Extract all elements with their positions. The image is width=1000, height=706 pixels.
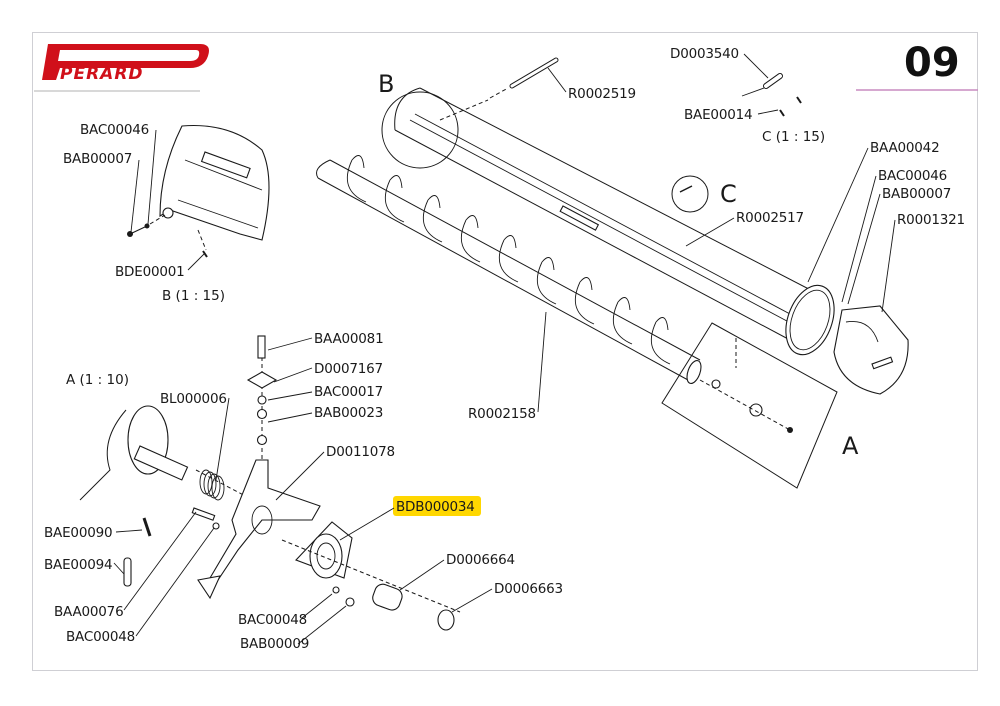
part-label-bl000006: BL000006 <box>160 391 227 407</box>
part-label-bac00048-right: BAC00048 <box>238 612 307 628</box>
part-label-bab00009: BAB00009 <box>240 636 309 652</box>
part-label-bde00001: BDE00001 <box>115 264 185 280</box>
leader-line <box>881 219 896 313</box>
leader-line <box>267 337 313 351</box>
page-number: 09 <box>904 40 960 86</box>
detail-b-drawing <box>127 124 270 258</box>
leader-line <box>841 175 877 303</box>
leader-line <box>743 53 769 79</box>
leader-line <box>741 87 765 97</box>
part-label-d0006663: D0006663 <box>494 581 563 597</box>
part-label-bae00094: BAE00094 <box>44 557 112 573</box>
part-label-bae00014: BAE00014 <box>684 107 752 123</box>
part-label-bab00023: BAB00023 <box>314 405 383 421</box>
leader-line <box>547 67 567 93</box>
main-view-c-tag: C <box>720 180 737 208</box>
leader-line <box>113 562 125 575</box>
part-label-r0001321: R0001321 <box>897 212 965 228</box>
detail-b-callout-circle <box>381 91 459 169</box>
part-label-bab00007-b: BAB00007 <box>63 151 132 167</box>
leader-line <box>847 193 881 305</box>
part-label-bac00048-left: BAC00048 <box>66 629 135 645</box>
leader-line <box>685 217 735 247</box>
leader-line <box>147 129 157 225</box>
part-label-bdb000034-highlighted[interactable]: BDB000034 <box>396 499 475 515</box>
part-label-bac00046-b: BAC00046 <box>80 122 149 138</box>
part-label-d0007167: D0007167 <box>314 361 383 377</box>
part-label-bac00046-main: BAC00046 <box>878 168 947 184</box>
part-label-d0006664: D0006664 <box>446 552 515 568</box>
part-label-bac00017: BAC00017 <box>314 384 383 400</box>
part-label-d0003540: D0003540 <box>670 46 739 62</box>
highlighted-part-marker <box>393 496 481 516</box>
spring <box>199 469 225 501</box>
leader-line <box>267 391 313 401</box>
part-label-bab00007-main: BAB00007 <box>882 186 951 202</box>
part-label-bae00090: BAE00090 <box>44 525 112 541</box>
leader-line <box>297 605 347 645</box>
detail-a-drawing <box>79 335 461 631</box>
auger-screw <box>316 155 702 385</box>
part-label-baa00042: BAA00042 <box>870 140 939 156</box>
perard-logo: PERARD <box>42 44 209 84</box>
part-label-baa00081: BAA00081 <box>314 331 383 347</box>
part-label-r0002517: R0002517 <box>736 210 804 226</box>
auger-tube <box>394 87 835 356</box>
leader-line <box>275 451 325 501</box>
detail-c-callout-circle <box>671 175 709 213</box>
end-cap <box>833 305 909 395</box>
leader-line <box>399 559 445 591</box>
leader-line <box>339 507 395 541</box>
leader-line <box>123 511 197 611</box>
detail-a-callout-box <box>661 322 838 489</box>
leader-line <box>267 412 313 423</box>
leader-line <box>451 588 493 613</box>
leader-line <box>757 109 779 115</box>
main-view-b-tag: B <box>378 70 394 98</box>
brand-name: PERARD <box>60 64 144 84</box>
detail-a-scale: A (1 : 10) <box>66 372 129 388</box>
detail-b-scale: B (1 : 15) <box>162 288 225 304</box>
main-view-a-tag: A <box>842 432 859 460</box>
part-label-baa00076: BAA00076 <box>54 604 123 620</box>
detail-c-drawing <box>763 73 802 117</box>
leader-line <box>135 527 215 637</box>
leader-line <box>130 159 140 233</box>
leader-line <box>301 593 333 619</box>
leader-line <box>115 529 143 533</box>
leader-line <box>537 311 547 413</box>
part-label-d0011078: D0011078 <box>326 444 395 460</box>
part-label-r0002519: R0002519 <box>568 86 636 102</box>
leader-line <box>807 147 869 283</box>
leader-line <box>187 253 205 271</box>
detail-c-scale: C (1 : 15) <box>762 129 825 145</box>
part-label-r0002158: R0002158 <box>468 406 536 422</box>
leader-line <box>273 367 313 383</box>
leader-line <box>215 397 230 481</box>
